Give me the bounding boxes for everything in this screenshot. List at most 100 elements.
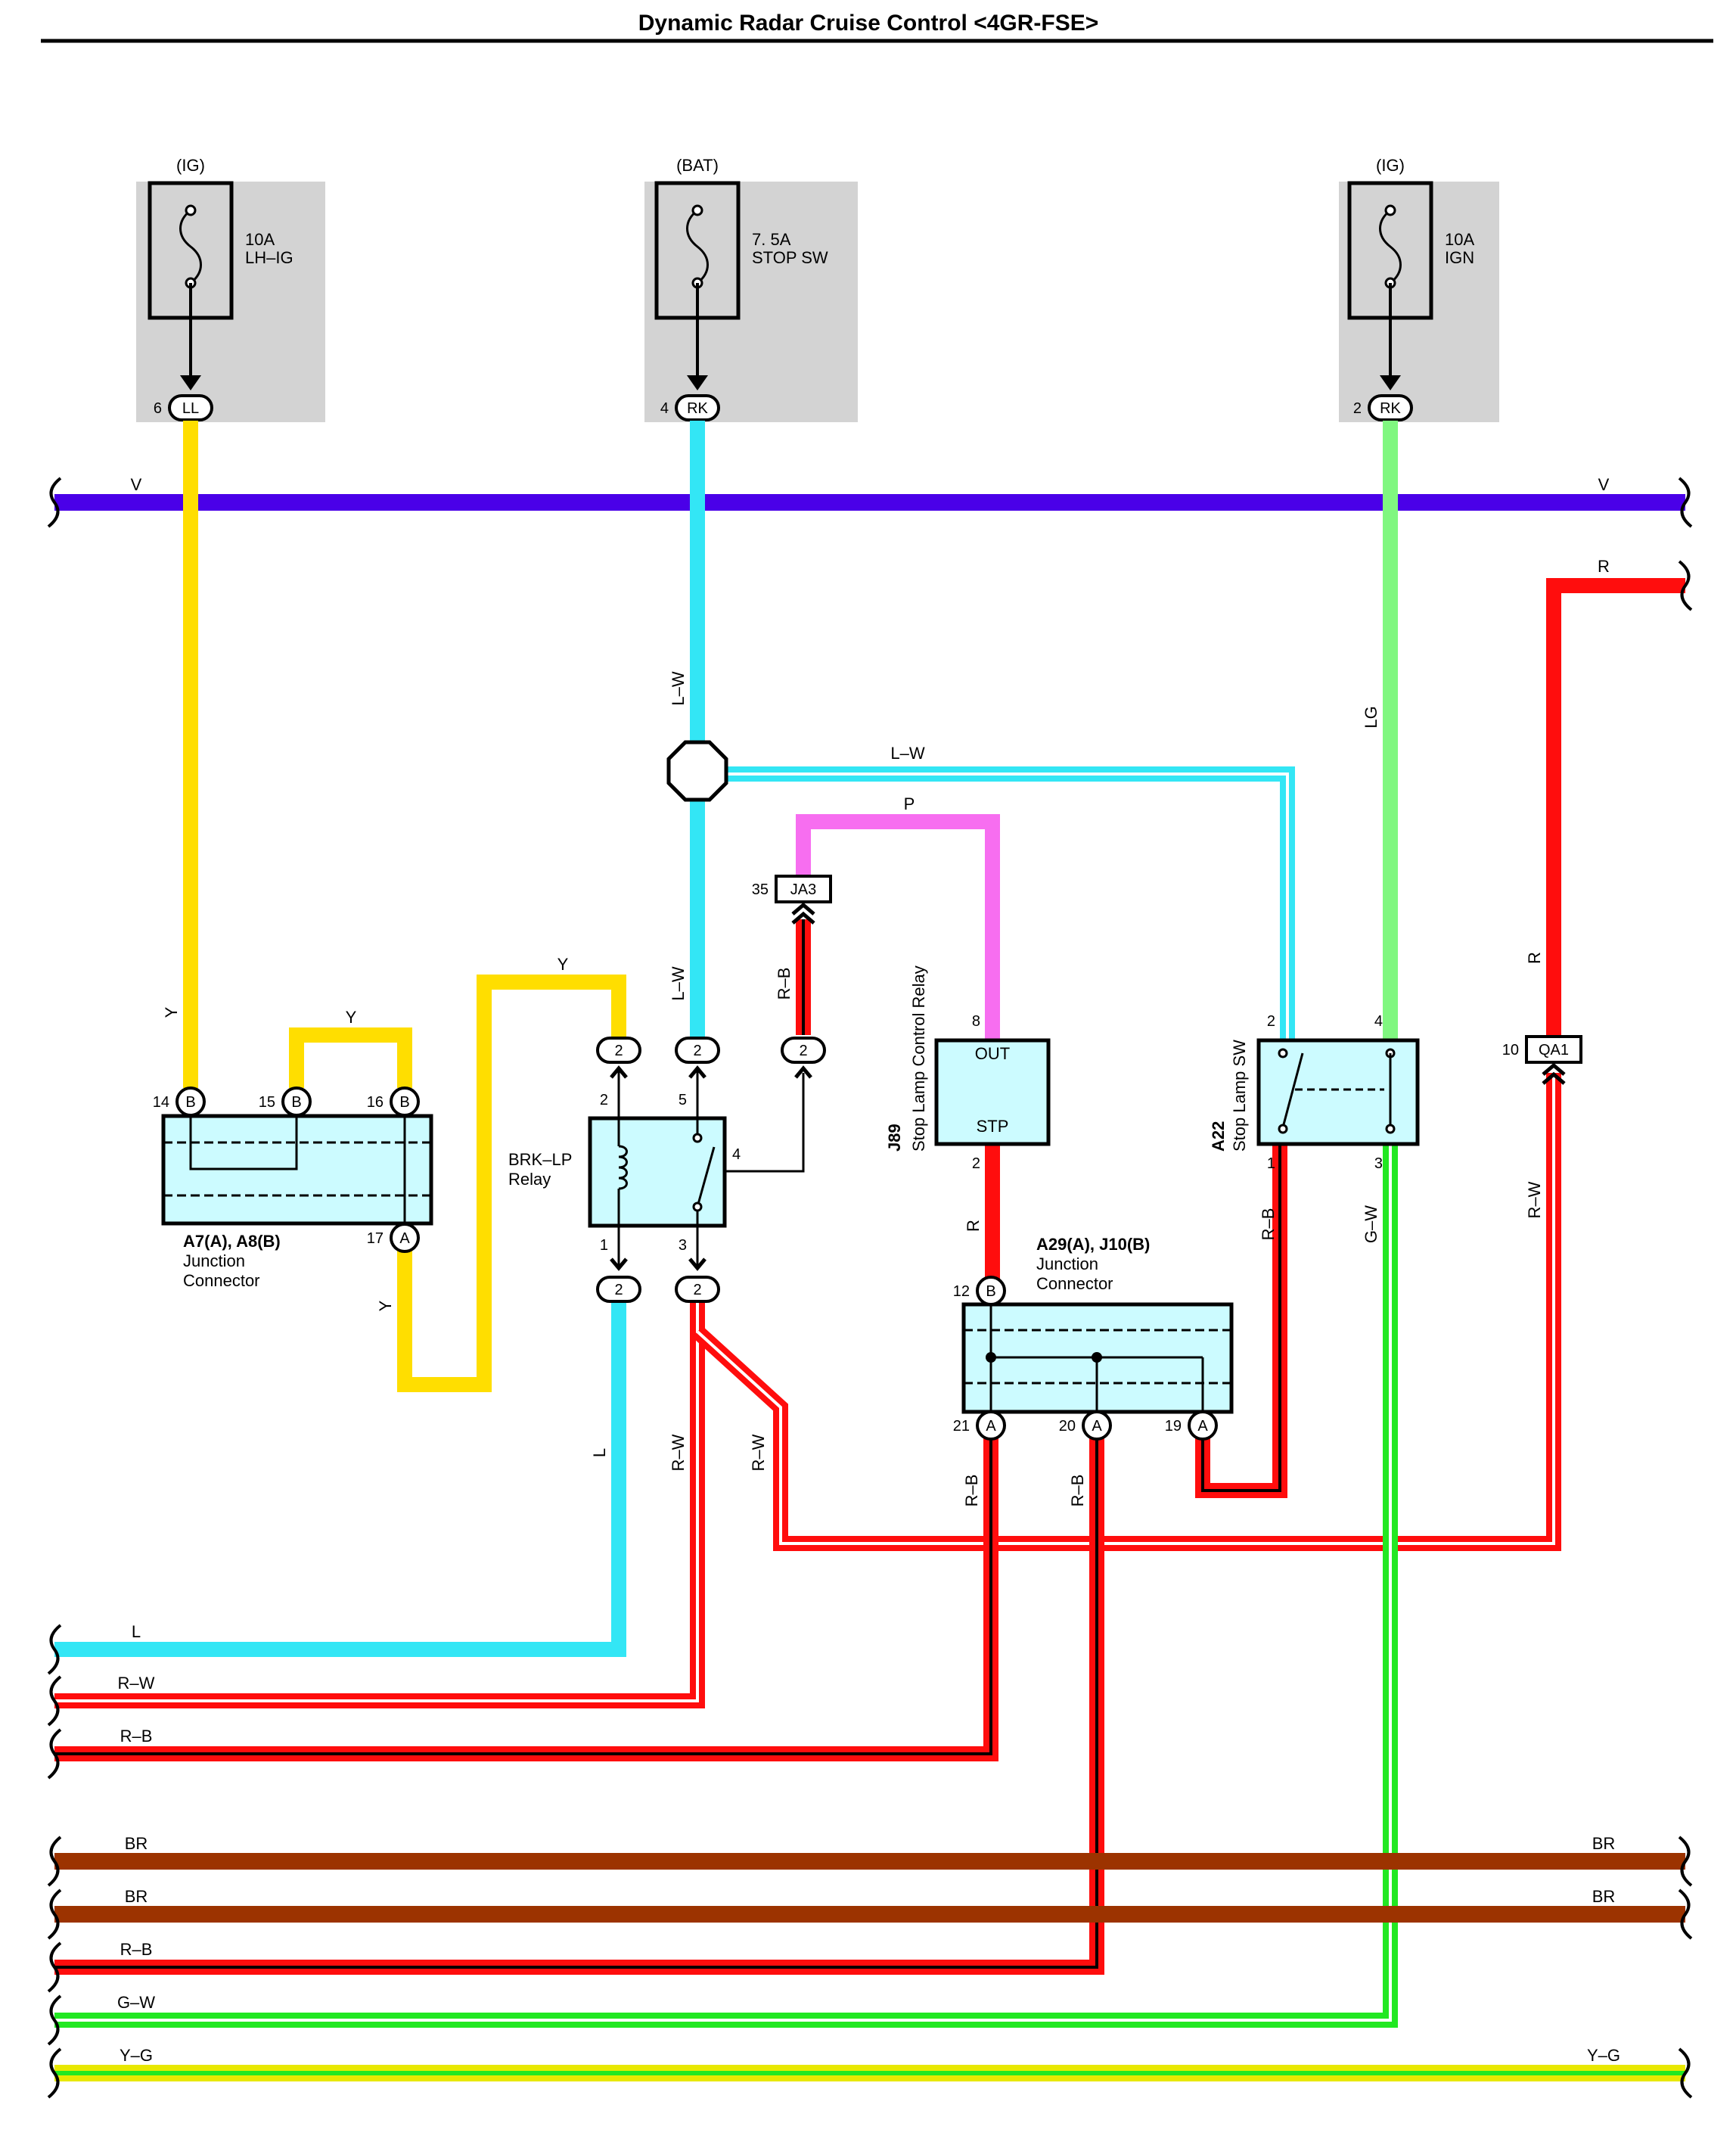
pin-4: 4 — [660, 400, 669, 417]
pin-4-relay: 4 — [732, 1146, 741, 1163]
label-lw-1: L–W — [669, 671, 688, 705]
wire-p — [796, 814, 1000, 1040]
connector-ja3: JA3 35 — [752, 875, 832, 925]
tag-a-20: A — [1092, 1418, 1102, 1435]
tag-b-15: B — [291, 1094, 301, 1111]
relay-coil-icon — [618, 1145, 628, 1190]
slcr-id: J89 — [885, 1124, 904, 1152]
slcr-stp: STP — [977, 1117, 1009, 1136]
label-br-2-left: BR — [125, 1887, 148, 1906]
label-l-vert: L — [590, 1448, 609, 1457]
wire-r — [1546, 578, 1685, 1040]
stopsw-name: Stop Lamp SW — [1230, 1040, 1249, 1152]
label-gw-sw3: G–W — [1362, 1205, 1380, 1243]
pin-15: 15 — [259, 1094, 275, 1111]
label-p: P — [904, 794, 915, 813]
label-yg-right: Y–G — [1587, 2046, 1620, 2065]
fuse-stop-sw-source: (BAT) — [676, 156, 719, 175]
label-y-1: Y — [162, 1006, 181, 1018]
junction-dot — [1092, 1352, 1102, 1363]
pin-21: 21 — [953, 1418, 970, 1435]
conn-2-e: 2 — [693, 1282, 701, 1298]
fuse-ign-name: IGN — [1445, 248, 1474, 267]
conn-2-c: 2 — [799, 1043, 807, 1059]
label-r-top: R — [1598, 557, 1610, 576]
connector-qa1: QA1 10 — [1502, 1035, 1582, 1085]
label-y-3: Y — [557, 955, 569, 974]
junction-connector-a7-a8: B B B A 14 15 16 17 A7(A), A8(B) Junctio… — [153, 1086, 433, 1290]
chevron-up-icon — [791, 911, 815, 925]
fuse-ign-source: (IG) — [1376, 156, 1405, 175]
splice-point — [666, 740, 728, 802]
slcr-name: Stop Lamp Control Relay — [909, 965, 928, 1152]
connector-rk-2: RK — [1380, 400, 1401, 417]
wires — [54, 421, 1685, 2081]
label-rb-bottom-1: R–B — [120, 1727, 153, 1746]
wire-labels: V V R L–W L–W L–W LG P Y Y Y Y R–B R R R… — [117, 475, 1620, 2065]
pin-2: 2 — [1353, 400, 1362, 417]
label-br-2-right: BR — [1592, 1887, 1616, 1906]
fuse-ign: (IG) 10A IGN RK 2 — [1339, 156, 1499, 422]
chevron-up-icon — [794, 1065, 812, 1079]
pin-2-relay: 2 — [600, 1092, 608, 1108]
tag-b-12: B — [986, 1283, 995, 1300]
pin-16: 16 — [367, 1094, 384, 1111]
pin-19: 19 — [1165, 1418, 1182, 1435]
jc2-line2: Connector — [1036, 1274, 1113, 1293]
fuse-stop-sw-rating: 7. 5A — [752, 230, 791, 249]
fuse-symbol-icon — [686, 209, 709, 284]
label-rb-ja3: R–B — [775, 968, 793, 1000]
pin-8: 8 — [972, 1013, 980, 1030]
jc1-id: A7(A), A8(B) — [183, 1232, 281, 1251]
fuse-lh-ig-source: (IG) — [176, 156, 205, 175]
label-rb-vert-1: R–B — [962, 1475, 981, 1507]
label-v-right: V — [1598, 475, 1610, 494]
tag-a-21: A — [986, 1418, 996, 1435]
label-rw-bottom: R–W — [118, 1674, 155, 1693]
conn-2-d: 2 — [614, 1282, 623, 1298]
pin-20: 20 — [1059, 1418, 1076, 1435]
stop-lamp-control-relay: OUT STP 8 2 J89 Stop Lamp Control Relay — [885, 965, 1051, 1172]
relay-line2: Relay — [508, 1170, 551, 1189]
pin-4-sw: 4 — [1374, 1013, 1383, 1030]
label-rb-sw1: R–B — [1259, 1208, 1278, 1241]
pin-3-sw: 3 — [1374, 1155, 1383, 1172]
pin-17: 17 — [367, 1230, 384, 1247]
slcr-out: OUT — [975, 1044, 1010, 1063]
label-r-slcr: R — [964, 1220, 983, 1232]
page-title: Dynamic Radar Cruise Control <4GR-FSE> — [638, 11, 1099, 36]
switch-contact-icon — [1281, 1052, 1304, 1128]
tag-a-19: A — [1197, 1418, 1208, 1435]
wire-l — [54, 1300, 626, 1657]
fuse-lh-ig-name: LH–IG — [245, 248, 293, 267]
label-yg-left: Y–G — [120, 2046, 153, 2065]
pin-1-sw: 1 — [1267, 1155, 1275, 1172]
junction-dot — [986, 1352, 996, 1363]
label-y-2: Y — [346, 1008, 357, 1027]
junction-connector-a29-j10: B A A A 12 21 20 19 A29(A), J10(B) Junct… — [953, 1235, 1234, 1441]
label-rw-qa1: R–W — [1525, 1181, 1544, 1218]
fuse-lh-ig: (IG) 10A LH–IG LL 6 — [136, 156, 325, 422]
relay-line1: BRK–LP — [508, 1150, 572, 1169]
label-l-bottom: L — [132, 1622, 141, 1641]
pin-3-relay: 3 — [679, 1237, 687, 1254]
fuse-symbol-icon — [179, 209, 202, 284]
label-br-1-left: BR — [125, 1834, 148, 1853]
fuse-stop-sw: (BAT) 7. 5A STOP SW RK 4 — [644, 156, 858, 422]
arrow-down-icon — [1380, 375, 1401, 390]
jc2-id: A29(A), J10(B) — [1036, 1235, 1150, 1254]
relay-switch-icon — [696, 1146, 716, 1208]
fuse-lh-ig-rating: 10A — [245, 230, 275, 249]
wire-y-2 — [289, 1027, 412, 1088]
wire-break-marks — [47, 477, 1693, 2099]
label-gw-bottom: G–W — [117, 1993, 155, 2012]
connector-ll: LL — [182, 400, 199, 417]
label-rw-vert-1: R–W — [669, 1434, 688, 1471]
label-r-qa1: R — [1525, 952, 1544, 964]
jc2-line1: Junction — [1036, 1254, 1098, 1273]
conn-2-b: 2 — [693, 1043, 701, 1059]
fuse-ign-rating: 10A — [1445, 230, 1474, 249]
chevron-up-icon — [791, 902, 815, 916]
chevron-up-icon — [1542, 1071, 1566, 1085]
pin-2-sw: 2 — [1267, 1013, 1275, 1030]
